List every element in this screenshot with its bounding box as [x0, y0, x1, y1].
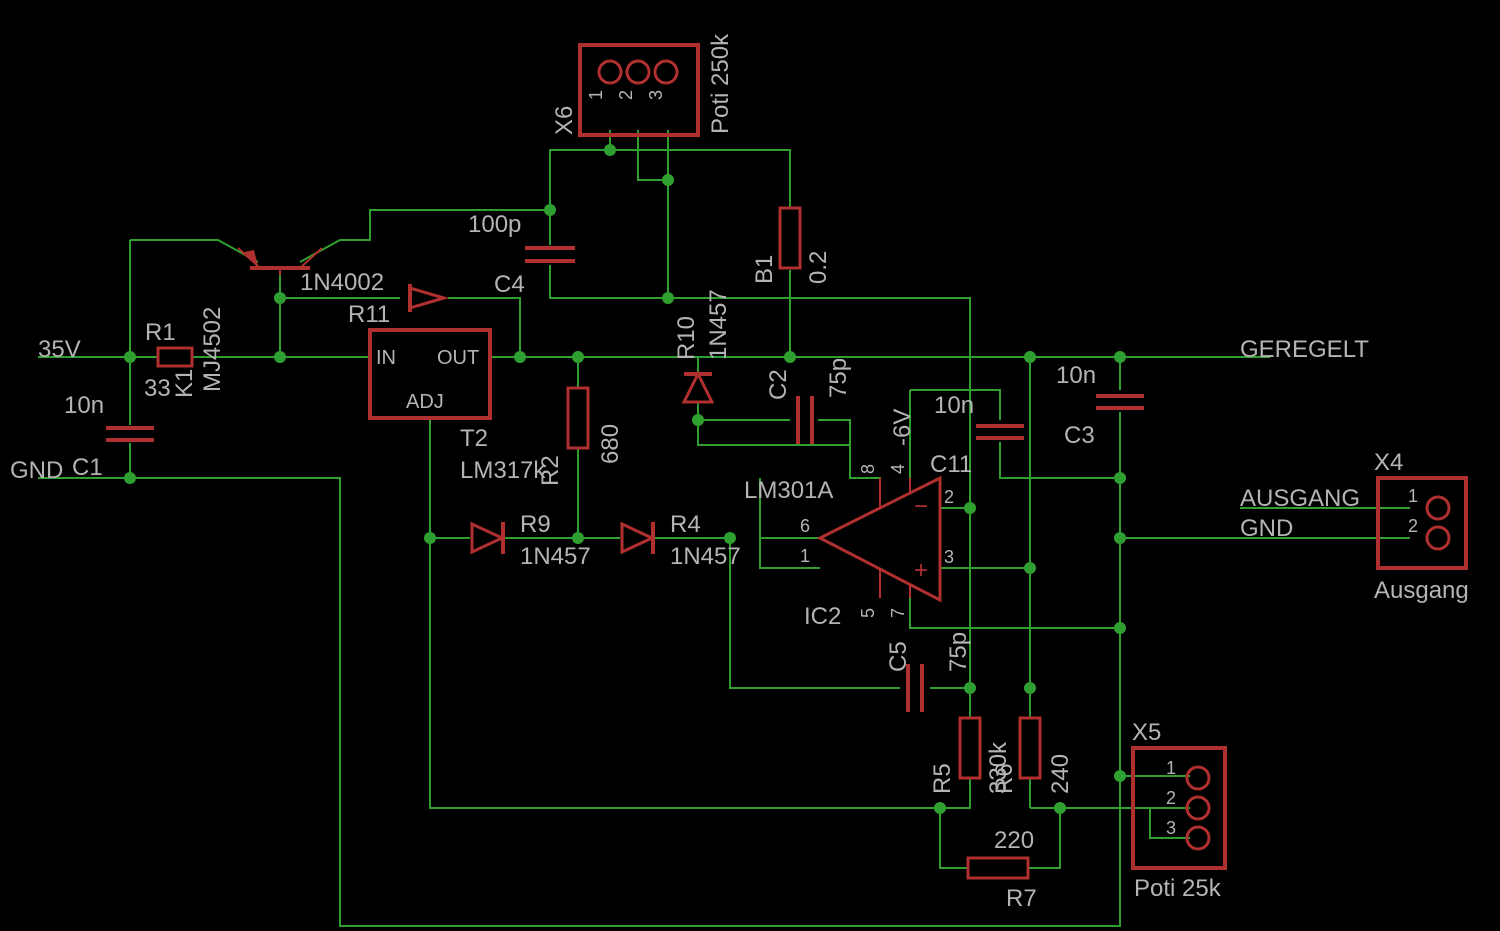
r5-resistor[interactable]	[958, 716, 982, 780]
opamp-pin-1: 1	[800, 546, 810, 566]
label-c3: C3	[1064, 422, 1095, 449]
c2-capacitor[interactable]	[796, 396, 814, 444]
lm317-pin-in: IN	[376, 347, 396, 369]
label-lm317: LM317k	[460, 457, 546, 484]
opamp-pin-2: 2	[944, 487, 954, 507]
label-x5: X5	[1132, 719, 1161, 746]
label-ausgang-net: AUSGANG	[1240, 485, 1360, 512]
label-b1-val: 0.2	[805, 251, 832, 284]
label-r9-val: 1N457	[520, 543, 591, 570]
mj4502-transistor[interactable]	[237, 247, 323, 275]
label-poti25: Poti 25k	[1134, 875, 1222, 902]
label-c2-val: 75p	[825, 358, 852, 398]
opamp-pin-3: 3	[944, 547, 954, 567]
net-labels: 35V GND GEREGELT AUSGANG GND	[10, 336, 1369, 542]
label-ic2: IC2	[804, 603, 841, 630]
label-k1: K1	[171, 369, 198, 398]
label-35v: 35V	[38, 336, 81, 363]
opamp-minus: −	[914, 493, 928, 520]
x5-pin-1: 1	[1166, 758, 1176, 778]
label-r4: R4	[670, 511, 701, 538]
label-r9: R9	[520, 511, 551, 538]
opamp-pin-7: 7	[888, 608, 908, 618]
lm317-regulator[interactable]	[368, 328, 492, 420]
r1-resistor[interactable]	[156, 346, 194, 368]
label-1n4002: 1N4002	[300, 269, 384, 296]
label-c1: C1	[72, 454, 103, 481]
wires	[38, 130, 1410, 927]
x4-pin-1: 1	[1408, 486, 1418, 506]
label-b1: B1	[751, 255, 778, 284]
label-r6-val: 240	[1047, 754, 1074, 794]
r2-resistor[interactable]	[566, 386, 590, 450]
part-labels: Ausgang X4 X5 Poti 25k X6 Poti 250k R1 3…	[64, 33, 1469, 912]
opamp-pin-6: 6	[800, 516, 810, 536]
b1-resistor[interactable]	[778, 206, 802, 270]
label-r5-val: 330k	[985, 741, 1012, 794]
x6-pin-1: 1	[586, 90, 606, 100]
label-r2: R2	[537, 455, 564, 486]
label-c5-val: 75p	[945, 632, 972, 672]
label-c11-val: 10n	[934, 392, 974, 419]
label-ausgang-part: Ausgang	[1374, 577, 1469, 604]
x5-pin-2: 2	[1166, 788, 1176, 808]
label-r4-val: 1N457	[670, 543, 741, 570]
r6-resistor[interactable]	[1018, 716, 1042, 780]
label-r11: R11	[348, 301, 390, 328]
label-r7-val: 220	[994, 827, 1034, 854]
label-lm301a: LM301A	[744, 477, 833, 504]
label-r7: R7	[1006, 885, 1037, 912]
label-c11: C11	[930, 451, 972, 478]
label-mj4502: MJ4502	[199, 307, 226, 392]
opamp-pin-5: 5	[858, 608, 878, 618]
opamp-plus: +	[914, 557, 928, 584]
opamp-pin-8: 8	[858, 464, 878, 474]
x5-pin-3: 3	[1166, 818, 1176, 838]
c11-capacitor[interactable]	[976, 424, 1024, 440]
r9-diode[interactable]	[470, 521, 506, 555]
c1-capacitor[interactable]	[106, 426, 154, 442]
label-gnd-out: GND	[1240, 515, 1293, 542]
r10-diode[interactable]	[681, 370, 715, 404]
label-neg6v: -6V	[889, 409, 916, 446]
label-c4-val: 100p	[468, 211, 521, 238]
label-c2: C2	[765, 369, 792, 400]
label-c3-val: 10n	[1056, 362, 1096, 389]
lm317-pin-adj: ADJ	[406, 391, 444, 413]
label-geregelt: GEREGELT	[1240, 336, 1369, 363]
label-r1-val: 33	[144, 375, 171, 402]
label-poti250: Poti 250k	[707, 33, 734, 134]
label-c1-val: 10n	[64, 392, 104, 419]
label-gnd-left: GND	[10, 457, 63, 484]
r7-resistor[interactable]	[966, 856, 1030, 880]
label-r10-val: 1N457	[705, 289, 732, 360]
x4-pin-2: 2	[1408, 516, 1418, 536]
r4-diode[interactable]	[620, 521, 656, 555]
label-r1: R1	[145, 319, 176, 346]
x5-poti-header[interactable]	[1131, 746, 1227, 870]
label-r6: R6	[991, 763, 1018, 794]
c5-capacitor[interactable]	[906, 664, 924, 712]
x6-pin-2: 2	[616, 90, 636, 100]
label-c5: C5	[885, 641, 912, 672]
junctions	[124, 144, 1126, 814]
opamp-pin-4: 4	[888, 464, 908, 474]
lm301a-opamp[interactable]	[816, 475, 942, 603]
label-r2-val: 680	[597, 424, 624, 464]
label-r10: R10	[673, 316, 700, 360]
label-c4: C4	[494, 271, 525, 298]
label-t2: T2	[460, 425, 488, 452]
x6-pin-3: 3	[646, 90, 666, 100]
lm317-pin-out: OUT	[437, 347, 479, 369]
diode-1n4002[interactable]	[408, 284, 450, 312]
label-x6: X6	[551, 106, 578, 135]
label-x4: X4	[1374, 449, 1403, 476]
c4-capacitor[interactable]	[525, 246, 575, 263]
label-r5: R5	[929, 763, 956, 794]
c3-capacitor[interactable]	[1096, 394, 1144, 410]
x6-poti-header[interactable]	[578, 43, 700, 137]
x4-output-header[interactable]	[1376, 476, 1468, 570]
